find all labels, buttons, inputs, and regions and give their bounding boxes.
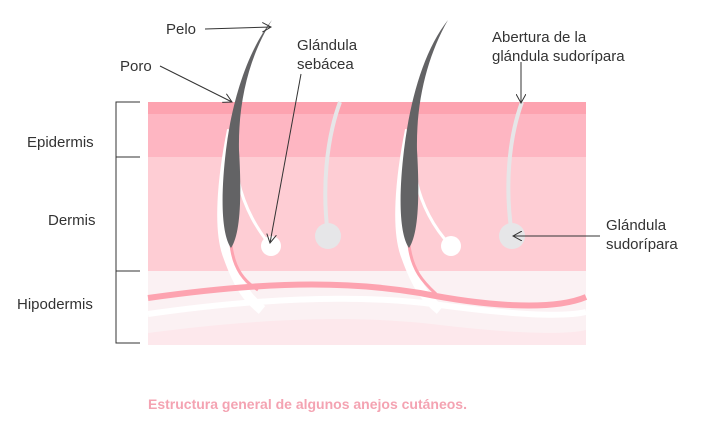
label-epidermis: Epidermis <box>27 134 94 151</box>
top-stripe <box>148 102 586 114</box>
figure-caption: Estructura general de algunos anejos cut… <box>148 396 467 412</box>
sweat-gland-1 <box>315 223 341 249</box>
epidermis-layer <box>148 114 586 157</box>
layer-bracket <box>115 101 140 344</box>
label-abertura: Abertura de la glándula sudorípara <box>492 28 625 66</box>
label-hipodermis: Hipodermis <box>17 296 93 313</box>
label-line: Abertura de la <box>492 29 587 46</box>
label-line: glándula sudorípara <box>492 48 625 65</box>
label-dermis: Dermis <box>48 212 96 229</box>
hair-1 <box>222 20 272 248</box>
blood-vessel <box>147 281 588 309</box>
label-line: sudorípara <box>606 236 678 253</box>
label-poro: Poro <box>120 58 152 75</box>
pointer-arrows <box>159 27 600 243</box>
vessel-branch-1 <box>229 244 259 292</box>
label-line: sebácea <box>297 56 354 73</box>
sweat-duct-2 <box>506 101 524 236</box>
hipodermis-lower <box>148 319 586 345</box>
white-band <box>147 295 587 318</box>
sebaceous-gland-2 <box>441 236 461 256</box>
label-line: Glándula <box>606 217 667 234</box>
label-line: Glándula <box>297 37 358 54</box>
dermis-layer <box>148 157 586 271</box>
label-glandula-sebacea: Glándula sebácea <box>297 36 357 74</box>
hair-2 <box>400 20 448 248</box>
vessel-branch-2 <box>407 244 438 296</box>
sweat-duct-1 <box>323 101 342 236</box>
label-glandula-sudoripara: Glándula sudorípara <box>606 216 678 254</box>
label-pelo: Pelo <box>166 21 197 38</box>
